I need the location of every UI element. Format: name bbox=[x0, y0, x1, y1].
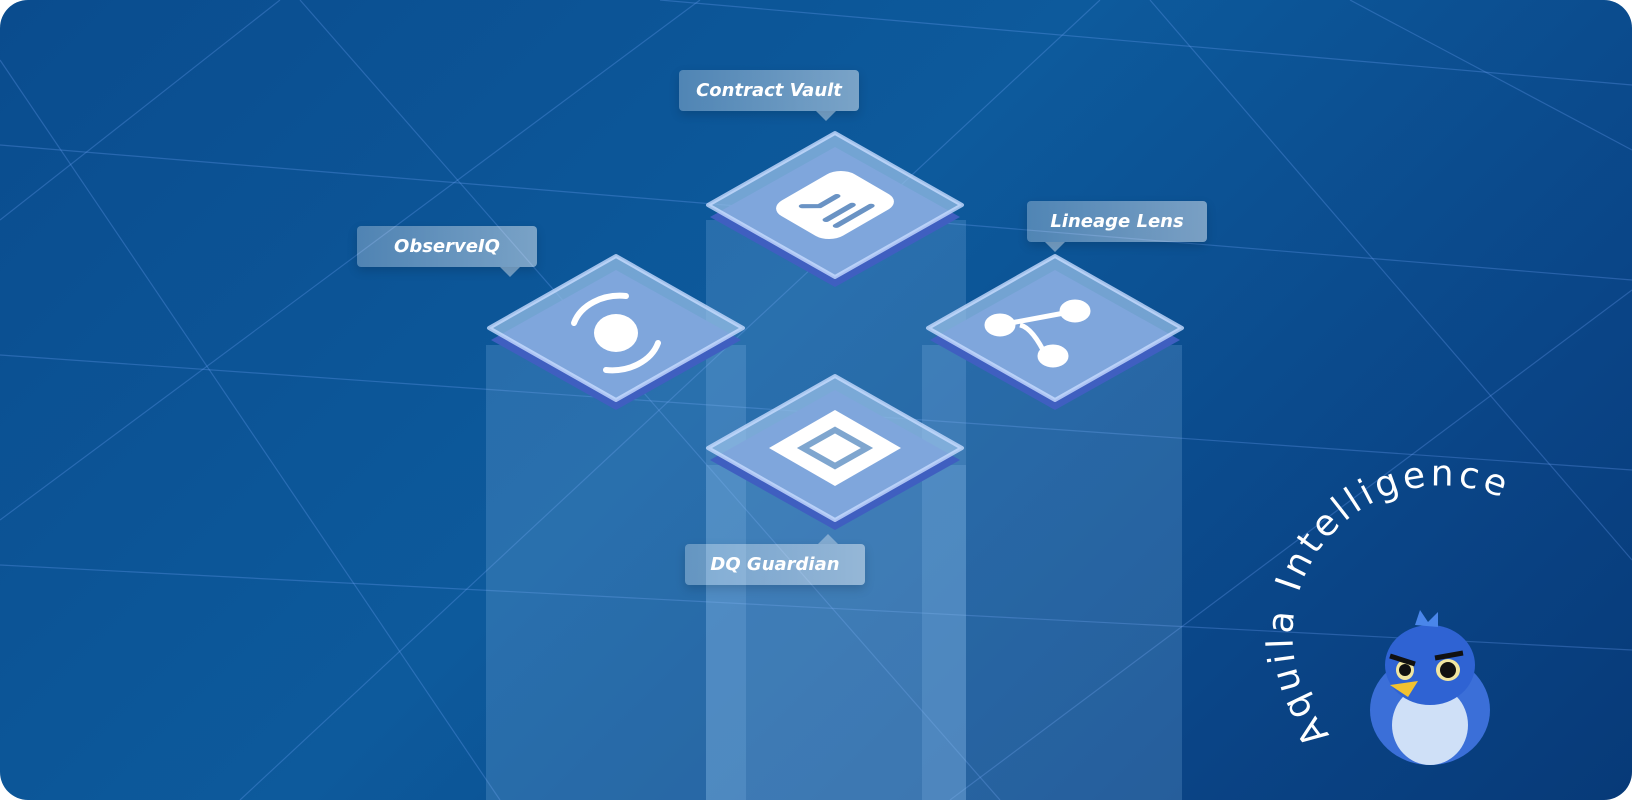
label-text: ObserveIQ bbox=[394, 236, 500, 257]
label-pointer bbox=[500, 267, 520, 277]
document-icon bbox=[776, 170, 894, 240]
label-text: Contract Vault bbox=[696, 80, 842, 101]
tile-lineage-lens[interactable] bbox=[926, 254, 1184, 412]
label-pointer bbox=[818, 534, 838, 544]
label-contract-vault: Contract Vault bbox=[679, 70, 859, 121]
tile-observeiq[interactable] bbox=[487, 254, 745, 412]
tile-dq-guardian[interactable] bbox=[706, 374, 964, 532]
falcon-mascot-icon bbox=[1370, 610, 1490, 765]
tile-contract-vault[interactable] bbox=[706, 131, 964, 289]
label-lineage-lens: Lineage Lens bbox=[1027, 201, 1207, 252]
observe-ring-icon bbox=[571, 292, 661, 374]
brand-badge: Aquila Intelligence bbox=[1260, 453, 1512, 765]
label-text: DQ Guardian bbox=[710, 554, 840, 575]
label-pointer bbox=[1045, 242, 1065, 252]
shield-square-icon bbox=[769, 410, 901, 486]
label-pointer bbox=[816, 111, 836, 121]
label-dq-guardian: DQ Guardian bbox=[685, 534, 865, 585]
label-text: Lineage Lens bbox=[1050, 211, 1184, 232]
lineage-graph-icon bbox=[984, 299, 1091, 368]
label-observeiq: ObserveIQ bbox=[357, 226, 537, 277]
